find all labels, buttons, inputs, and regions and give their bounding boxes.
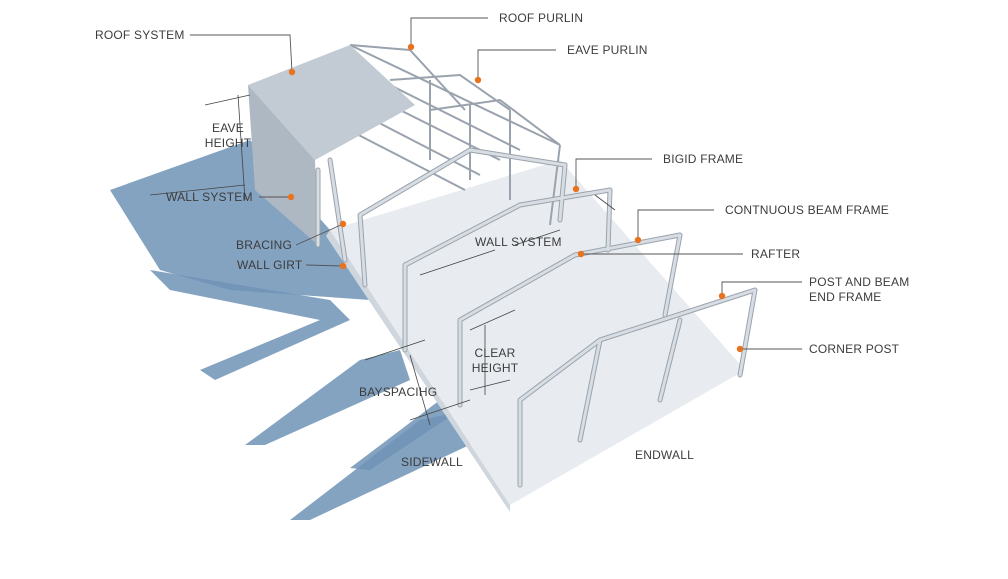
- callout-markers: [287, 43, 744, 353]
- label-eave-height-line-2: HEIGHT: [204, 136, 252, 150]
- interior-post-highlight: [578, 338, 602, 442]
- shadow-layer: [110, 140, 480, 520]
- wall-girt-line-highlight: [328, 158, 347, 262]
- marker-bracing: [339, 220, 347, 228]
- label-rafter: RAFTER: [751, 247, 801, 261]
- label-post-and-beam-line-1: POST AND BEAM: [809, 275, 910, 289]
- leader-bracing: [295, 223, 344, 246]
- leader-wall-girt: [305, 264, 344, 267]
- continuous-beam-frame-highlight: [458, 233, 682, 407]
- eave-height-dim: [149, 94, 251, 201]
- rafter-line: [389, 73, 511, 111]
- leader-roof-system: [190, 34, 293, 73]
- label-clear-height: CLEAR HEIGHT: [465, 346, 525, 376]
- label-wall-system-left: WALL SYSTEM: [166, 190, 253, 204]
- rigid-frame-2-highlight: [403, 188, 612, 352]
- marker-wall-girt: [339, 262, 347, 270]
- label-bracing: BRACING: [236, 238, 293, 252]
- label-roof-purlin: ROOF PURLIN: [499, 11, 584, 25]
- label-sidewall: SIDEWALL: [401, 455, 463, 469]
- marker-rigid-frame: [572, 185, 580, 193]
- label-eave-height-line-1: EAVE: [212, 121, 244, 135]
- frame-shadow-2: [245, 350, 410, 445]
- frame-shadow-1: [150, 270, 350, 380]
- label-bay-spacing: BAYSPACIHG: [359, 385, 438, 399]
- label-eave-height: EAVE HEIGHT: [198, 121, 258, 151]
- marker-rafter: [577, 250, 585, 258]
- leader-post-beam: [721, 281, 802, 296]
- marker-continuous-beam: [634, 236, 642, 244]
- dimension-lines: [149, 94, 616, 426]
- label-continuous-beam-frame: CONTNUOUS BEAM FRAME: [725, 203, 890, 217]
- label-eave-purlin: EAVE PURLIN: [567, 43, 648, 57]
- frame-shadow-3: [290, 410, 480, 520]
- label-endwall: ENDWALL: [635, 448, 694, 462]
- wall-cladding: [248, 85, 318, 245]
- wall-system-dim: [419, 194, 616, 276]
- marker-roof-purlin: [407, 43, 415, 51]
- rigid-frame-highlight: [358, 148, 567, 287]
- frame-shadow-4: [350, 400, 460, 470]
- purlin: [349, 44, 561, 146]
- leader-continuous-beam: [637, 209, 714, 240]
- rafter-line: [429, 98, 561, 146]
- column-line: [549, 144, 561, 226]
- leader-rigid-frame: [575, 158, 652, 189]
- marker-corner-post: [736, 345, 744, 353]
- label-post-and-beam-line-2: END FRAME: [809, 290, 882, 304]
- leader-roof-purlin: [410, 17, 488, 47]
- bay-spacing-dim: [364, 339, 471, 426]
- floor-slab: [330, 160, 745, 505]
- leader-lines: [190, 17, 802, 350]
- floor-slab-edge: [326, 230, 510, 512]
- building-shadow: [110, 140, 370, 300]
- marker-roof-system: [288, 68, 296, 76]
- label-clear-height-line-1: CLEAR: [474, 346, 516, 360]
- marker-post-beam: [718, 292, 726, 300]
- clear-height-dim: [469, 309, 516, 395]
- label-wall-girt: WALL GIRT: [237, 258, 303, 272]
- marker-eave-purlin: [474, 76, 482, 84]
- label-rigid-frame: BIGID FRAME: [663, 152, 744, 166]
- label-clear-height-line-2: HEIGHT: [471, 361, 519, 375]
- label-wall-system-center: WALL SYSTEM: [475, 235, 562, 249]
- label-post-and-beam-end-frame: POST AND BEAM END FRAME: [809, 275, 909, 305]
- label-corner-post: CORNER POST: [809, 342, 900, 356]
- leader-eave-purlin: [477, 49, 556, 80]
- steel-frames: [315, 147, 758, 488]
- marker-wall-system: [287, 193, 295, 201]
- label-roof-system: ROOF SYSTEM: [95, 28, 185, 42]
- interior-post-highlight: [658, 318, 682, 402]
